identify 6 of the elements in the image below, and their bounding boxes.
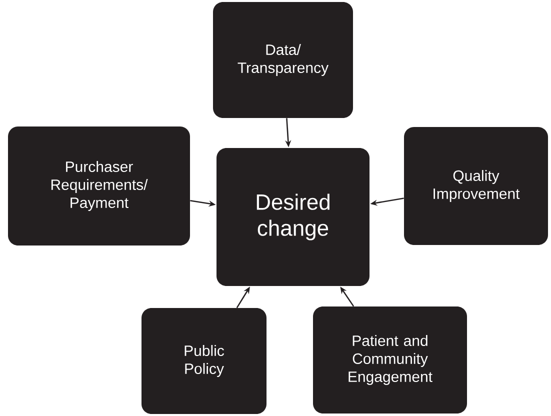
process-box: Quality Improvement — [404, 127, 548, 245]
process-box: Patient and Community Engagement — [313, 306, 467, 414]
process-box: Desired change — [216, 148, 370, 286]
process-box: Data/ Transparency — [213, 2, 353, 118]
process-box: Purchaser Requirements/ Payment — [8, 126, 190, 246]
process-box: Public Policy — [142, 308, 266, 414]
